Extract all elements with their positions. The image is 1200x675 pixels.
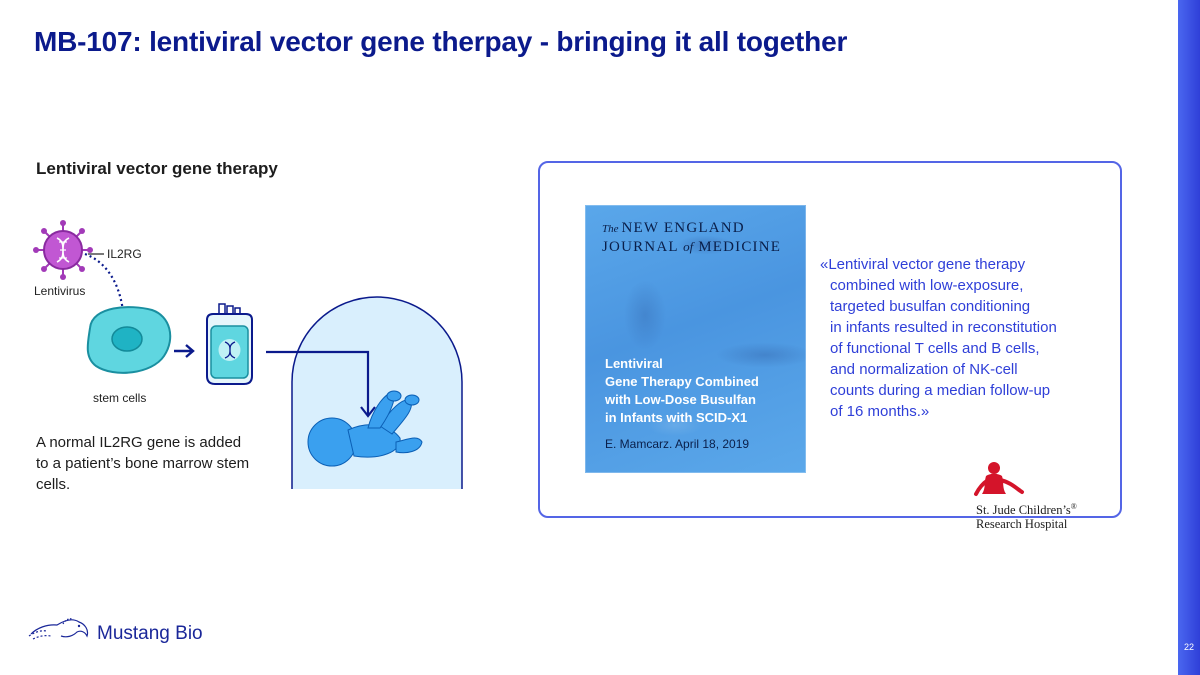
horse-icon: [28, 618, 89, 640]
st-jude-line2: Research Hospital: [976, 517, 1068, 532]
cells-label: stem cells: [93, 391, 146, 405]
gene-label: IL2RG: [107, 247, 142, 261]
st-jude-figure-icon: [974, 462, 1024, 496]
article-title: Lentiviral Gene Therapy Combined with Lo…: [605, 356, 759, 425]
st-jude-line1: St. Jude Children’s®: [976, 502, 1077, 518]
page-number: 22: [1183, 642, 1194, 652]
arrow-into-bubble: [266, 350, 376, 418]
virus-label: Lentivirus: [34, 284, 85, 298]
section-heading: Lentiviral vector gene therapy: [36, 159, 278, 178]
right-accent-bar: [1178, 0, 1200, 675]
journal-title-line2: JOURNAL of MEDICINE: [602, 239, 782, 255]
dotted-arrow: [84, 252, 126, 333]
arrow-to-infusion-bag: [174, 344, 195, 358]
gene-therapy-diagram: IL2RG Lentivirus stem cells: [33, 220, 463, 489]
stem-cell-icon: [86, 306, 172, 374]
infusion-bag-icon: [206, 303, 253, 385]
st-jude-logo: St. Jude Children’s® Research Hospital: [972, 460, 1092, 531]
baby-icon: [307, 390, 423, 467]
quote-text: «Lentiviral vector gene therapy combined…: [820, 256, 1057, 420]
slide-title: MB-107: lentiviral vector gene therpay -…: [34, 26, 848, 57]
brand-name: Mustang Bio: [97, 623, 203, 644]
mustang-bio-logo: Mustang Bio: [27, 612, 227, 648]
article-citation: E. Mamcarz. April 18, 2019: [605, 437, 750, 451]
description-text: A normal IL2RG gene is added to a patien…: [36, 434, 250, 493]
lentivirus-icon: [33, 220, 93, 280]
